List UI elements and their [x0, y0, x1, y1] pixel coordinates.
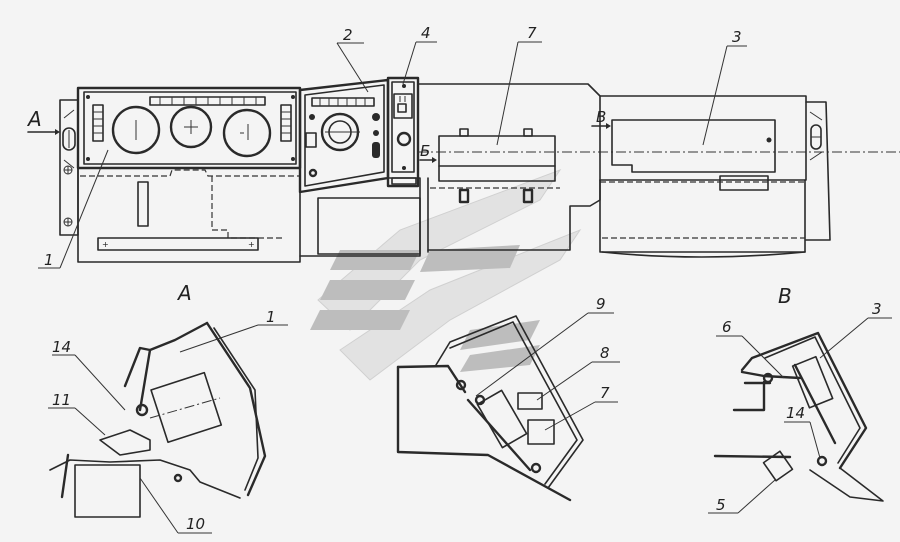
view-arrow-b-label: Б	[420, 142, 430, 160]
view-arrow-a-label: А	[26, 107, 42, 131]
control-strip	[386, 76, 420, 188]
callout-a-10: 10	[139, 477, 212, 534]
gauge-right	[222, 108, 272, 158]
svg-text:9: 9	[596, 295, 606, 313]
section-v-title: В	[778, 284, 792, 308]
view-arrow-v-label: В	[596, 108, 606, 126]
item-7-module	[438, 128, 556, 204]
callout-a-14: 14	[52, 338, 126, 411]
svg-text:2: 2	[343, 26, 353, 44]
svg-text:14: 14	[786, 404, 805, 422]
callout-3: 3	[702, 28, 747, 146]
svg-text:7: 7	[527, 24, 537, 42]
gauge-center	[169, 105, 213, 149]
callout-v-6: 6	[716, 318, 785, 379]
svg-text:8: 8	[600, 344, 610, 362]
main-view: А	[26, 24, 900, 269]
callout-2: 2	[336, 26, 369, 93]
svg-text:5: 5	[716, 496, 726, 514]
callout-1: 1	[38, 149, 109, 269]
section-a-title: А	[176, 281, 192, 305]
section-view-b: 9 8 7	[396, 295, 620, 502]
svg-text:11: 11	[52, 391, 71, 409]
svg-text:6: 6	[722, 318, 732, 336]
callout-b-9: 9	[475, 295, 614, 397]
callout-b-8: 8	[536, 344, 620, 401]
svg-text:+: +	[102, 240, 109, 249]
item-3-module	[599, 95, 807, 258]
callout-v-3: 3	[819, 300, 892, 359]
svg-text:3: 3	[872, 300, 882, 318]
center-control-panel	[298, 78, 390, 194]
section-view-v: В 6 3 14 5	[708, 284, 892, 514]
callout-a-1: 1	[179, 308, 288, 353]
gauge-left	[111, 105, 161, 155]
callout-4: 4	[402, 24, 437, 85]
svg-text:3: 3	[732, 28, 742, 46]
callout-b-7: 7	[544, 384, 618, 431]
callout-7: 7	[496, 24, 542, 146]
svg-text:7: 7	[600, 384, 610, 402]
instrument-cluster	[76, 86, 302, 170]
svg-text:14: 14	[52, 338, 71, 356]
section-view-a: А 14 11 1 10	[48, 281, 288, 534]
callout-v-5: 5	[708, 479, 776, 514]
svg-text:4: 4	[421, 24, 431, 42]
callout-a-11: 11	[48, 391, 106, 436]
svg-text:10: 10	[186, 515, 205, 533]
svg-text:1: 1	[266, 308, 276, 326]
svg-text:+: +	[248, 240, 255, 249]
svg-text:1: 1	[44, 251, 54, 269]
callout-v-14: 14	[784, 404, 821, 459]
